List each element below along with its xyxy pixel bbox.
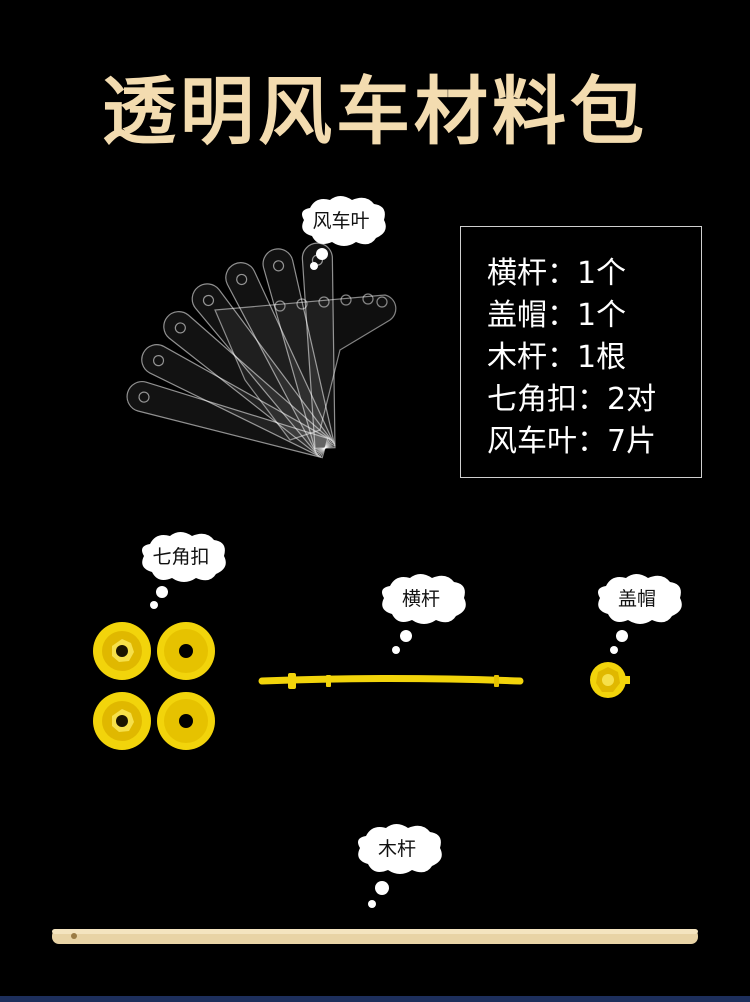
list-item-buckles: 七角扣：2对	[487, 382, 657, 417]
list-item-blades: 风车叶：7片	[487, 424, 657, 459]
page-title: 透明风车材料包	[102, 69, 648, 155]
thought-bubble-icon	[598, 574, 682, 654]
list-item-cap: 盖帽：1个	[487, 298, 627, 333]
list-item-crossbar: 横杆：1个	[487, 256, 627, 291]
callout-stick-label: 木杆	[377, 837, 416, 860]
thought-bubble-icon	[302, 196, 386, 270]
callout-blades-label: 风车叶	[312, 209, 370, 232]
buckles-image	[93, 622, 215, 750]
windmill-blades-image	[126, 242, 397, 459]
cap-image	[590, 662, 630, 698]
contents-list-box: 横杆：1个 盖帽：1个 木杆：1根 七角扣：2对 风车叶：7片	[460, 226, 702, 478]
wooden-stick-image	[52, 929, 698, 944]
callout-cap-label: 盖帽	[617, 587, 656, 610]
crossbar-image	[258, 673, 524, 689]
callout-buckles: 七角扣	[136, 530, 240, 609]
thought-bubble-icon	[142, 532, 226, 609]
callout-crossbar-label: 横杆	[401, 587, 440, 610]
callout-stick: 木杆	[352, 822, 456, 908]
callout-buckles-label: 七角扣	[152, 545, 210, 568]
callout-crossbar: 横杆	[376, 572, 480, 654]
list-item-stick: 木杆：1根	[487, 340, 627, 375]
callout-blades: 风车叶	[296, 194, 400, 270]
thought-bubble-icon	[382, 574, 466, 654]
thought-bubble-icon	[358, 824, 442, 908]
bottom-edge-bar	[0, 996, 750, 1002]
callout-cap: 盖帽	[592, 572, 696, 654]
